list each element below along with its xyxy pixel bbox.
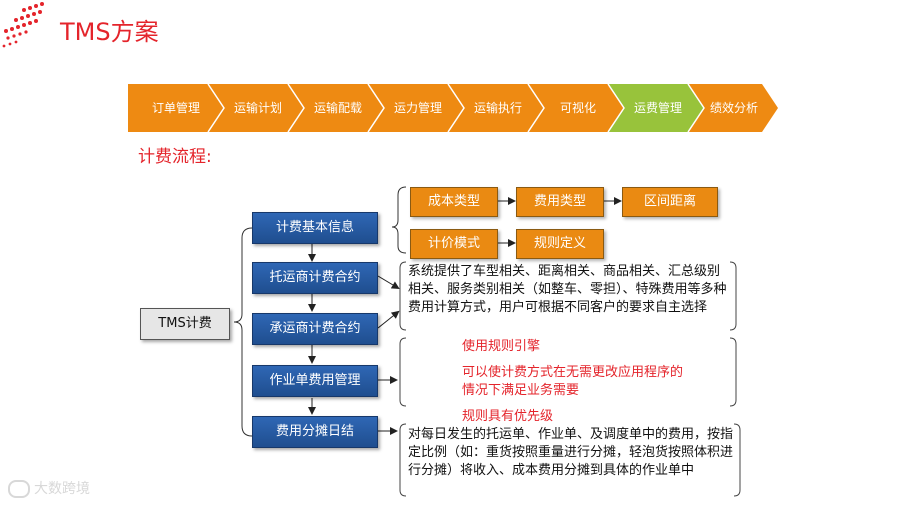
nav-item-order[interactable]: 订单管理 [151,101,200,115]
root-brace [233,227,253,437]
nav-item-capacity[interactable]: 运力管理 [393,101,442,115]
process-nav: 订单管理 运输计划 运输配载 运力管理 运输执行 可视化 运费管理 绩效分析 [128,84,778,132]
info-pricing-mode[interactable]: 计价模式 [410,229,498,259]
watermark-logo-icon [8,480,30,498]
nav-item-plan[interactable]: 运输计划 [233,101,282,115]
nav-step-1-shape [128,84,224,132]
info-zone-distance[interactable]: 区间距离 [622,187,718,217]
nav-step-2-shape [208,84,304,132]
root-box-tms-billing[interactable]: TMS计费 [140,308,230,340]
info-cost-type[interactable]: 成本类型 [410,187,498,217]
nav-step-6-shape [528,84,624,132]
rules-line-3: 情况下满足业务需要 [462,383,580,398]
rules-bracket [399,337,737,407]
page-title: TMS方案 [60,18,159,46]
step-fee-management[interactable]: 作业单费用管理 [252,365,378,397]
nav-step-3-shape [288,84,384,132]
nav-item-performance[interactable]: 绩效分析 [709,101,758,115]
nav-step-7-shape [608,84,704,132]
nav-item-visualization[interactable]: 可视化 [559,101,596,115]
contract-arrow-1 [377,275,400,290]
nav-item-freight[interactable]: 运费管理 [633,101,682,115]
allocation-description: 对每日发生的托运单、作业单、及调度单中的费用，按指定比例（如：重货按照重量进行分… [408,427,734,478]
info-rule-definition[interactable]: 规则定义 [516,229,604,259]
info-fee-type[interactable]: 费用类型 [516,187,604,217]
logo-dots-icon [2,2,44,48]
rules-line-1: 使用规则引擎 [462,339,541,354]
section-title: 计费流程: [138,147,212,167]
step-basic-info[interactable]: 计费基本信息 [252,212,378,244]
watermark-text: 大数跨境 [34,481,90,497]
contract-bracket [399,261,737,331]
rules-line-2: 可以使计费方式在无需更改应用程序的 [462,365,684,380]
allocation-bracket [399,423,741,497]
nav-step-4-shape [368,84,464,132]
rules-line-4: 规则具有优先级 [462,409,554,424]
nav-item-execution[interactable]: 运输执行 [473,101,522,115]
nav-step-5-shape [448,84,544,132]
step-shipper-contract[interactable]: 托运商计费合约 [252,262,378,294]
step-carrier-contract[interactable]: 承运商计费合约 [252,313,378,345]
nav-step-8-shape [688,84,778,132]
contract-description: 系统提供了车型相关、距离相关、商品相关、汇总级别相关、服务类别相关（如整车、零担… [408,264,727,315]
info-brace [391,186,407,254]
process-nav-arrows [128,84,778,132]
watermark: 大数跨境 [8,478,90,498]
contract-arrow-2 [377,310,400,329]
step-daily-allocation[interactable]: 费用分摊日结 [252,416,378,448]
nav-item-loading[interactable]: 运输配载 [313,101,362,115]
